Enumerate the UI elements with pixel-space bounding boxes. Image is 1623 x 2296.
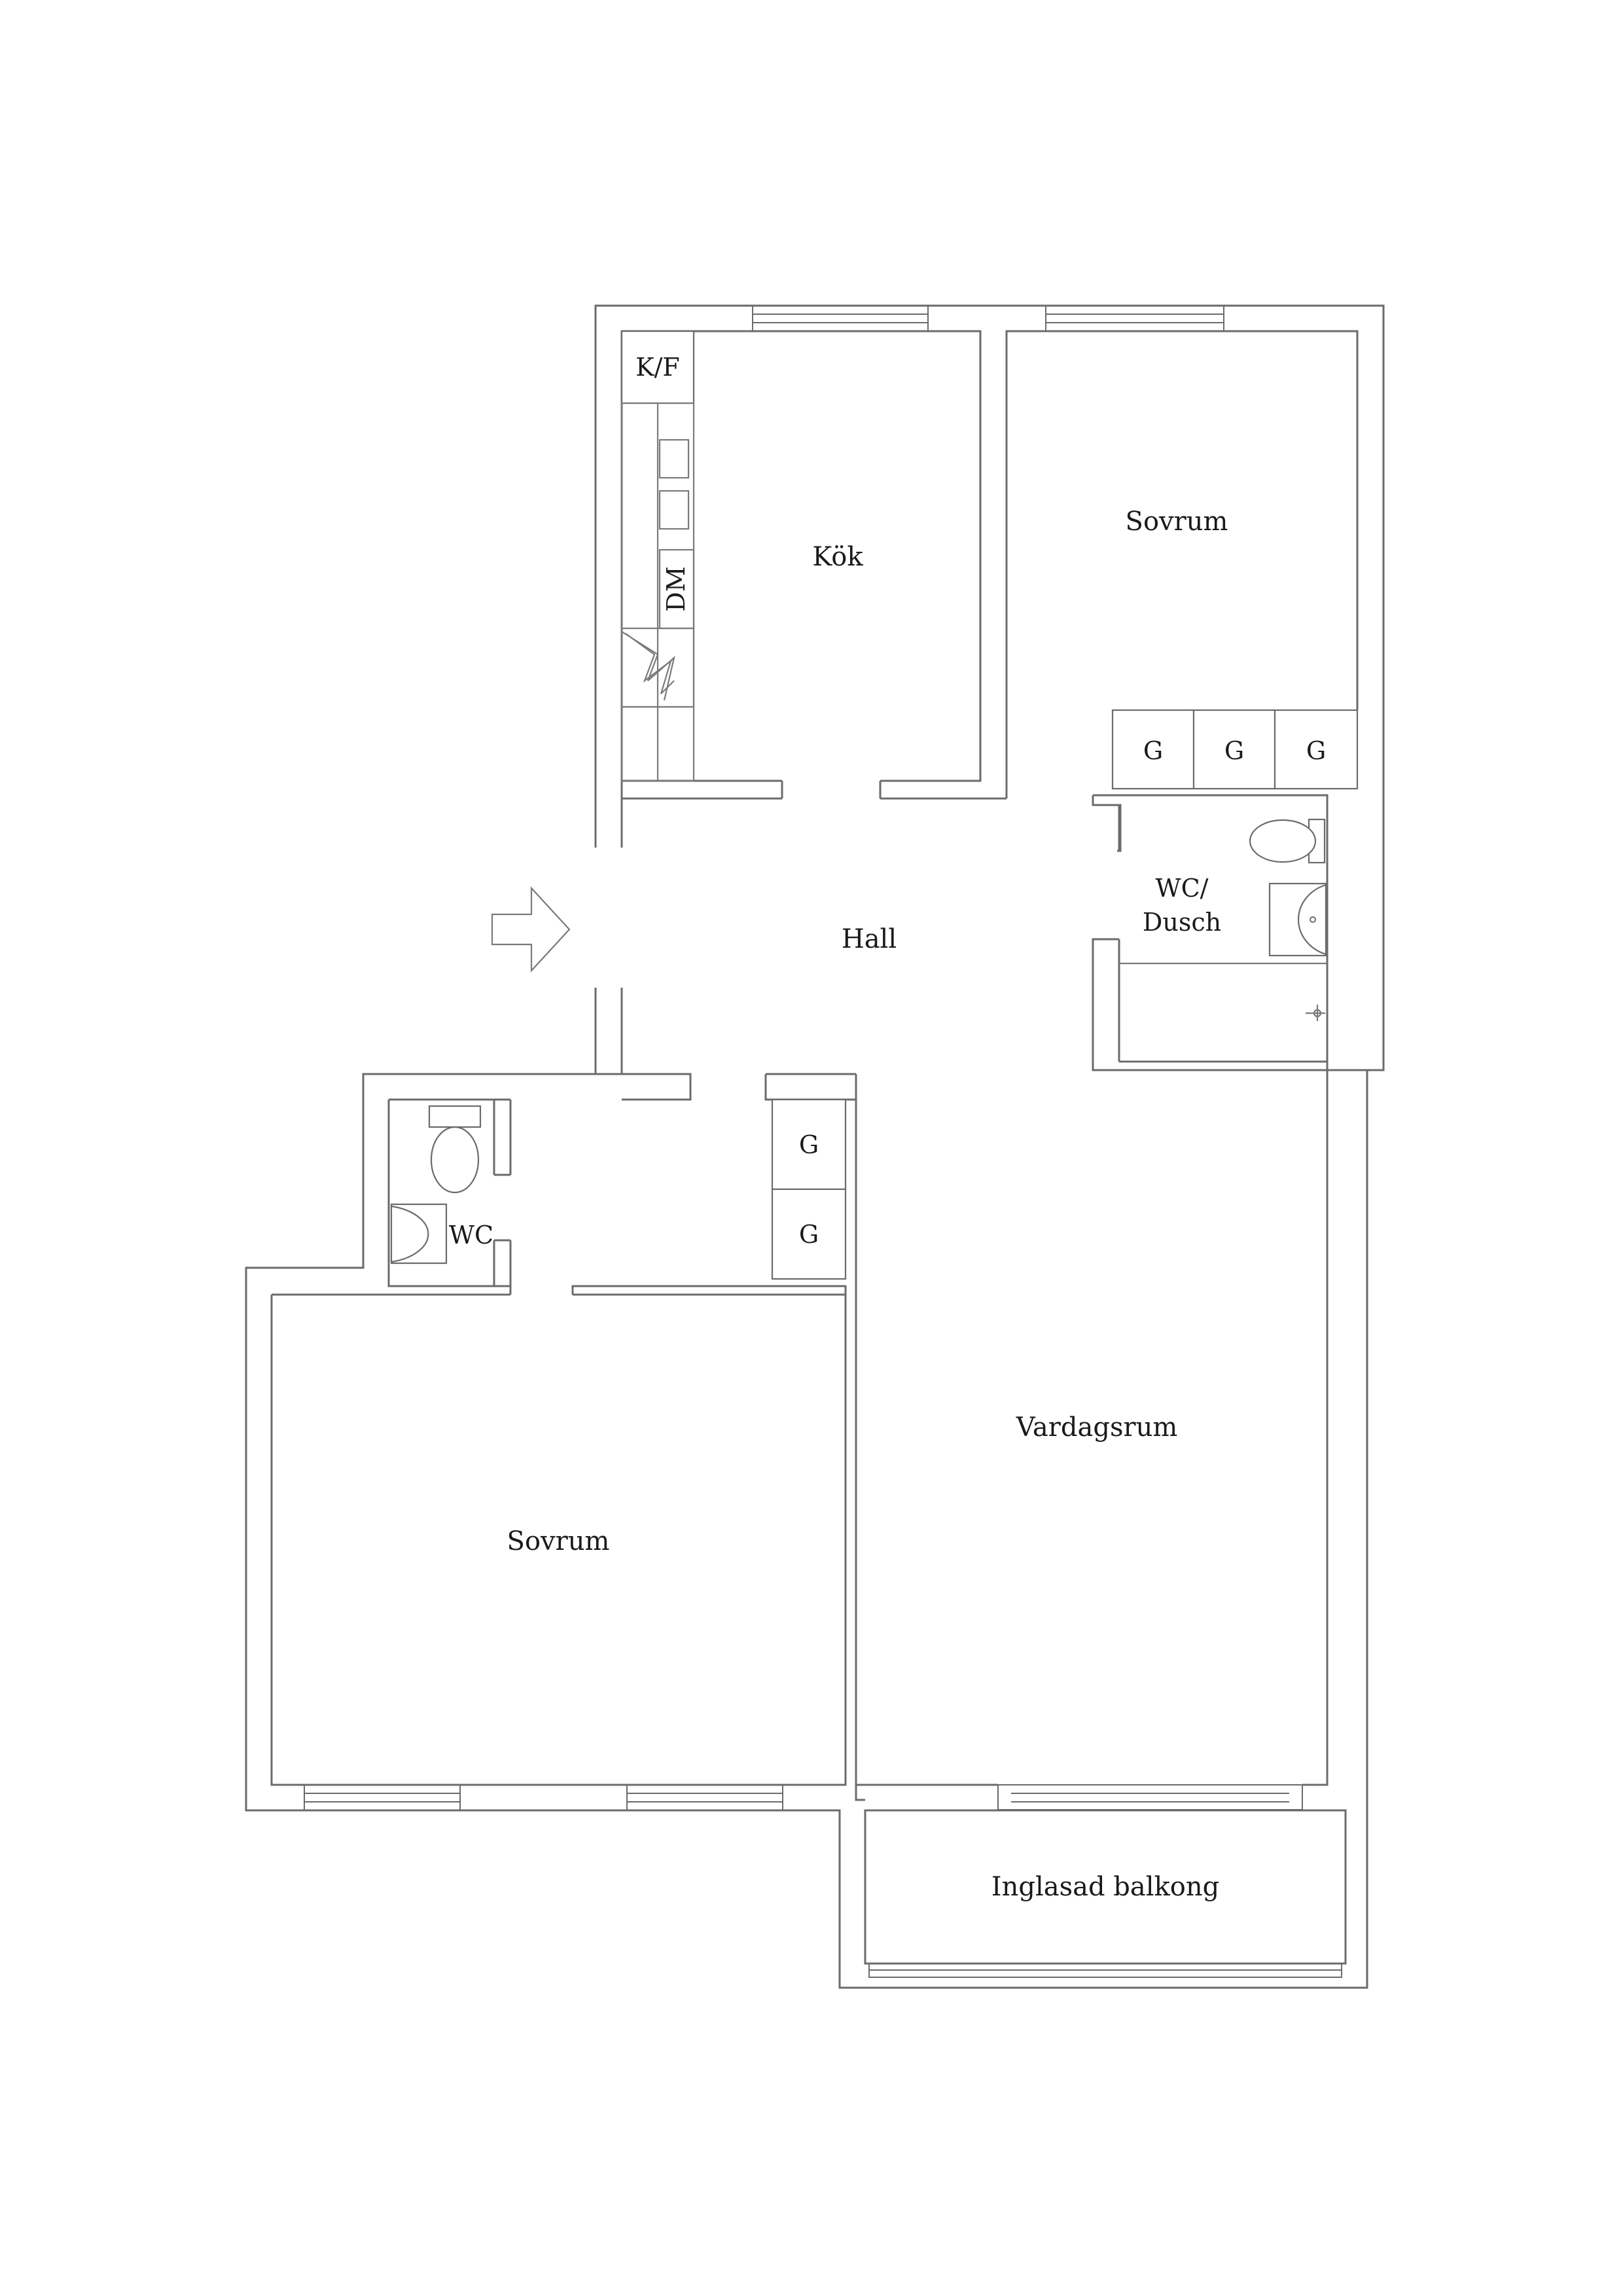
wc-shower: WC/ Dusch bbox=[1092, 794, 1367, 1071]
wc-left: WC G G bbox=[272, 1073, 857, 1787]
bedroom-bottom-window bbox=[304, 1784, 461, 1811]
bedroom-top-label: Sovrum bbox=[1126, 507, 1228, 537]
balcony: Inglasad balkong bbox=[864, 1809, 1347, 1978]
toilet-icon bbox=[1249, 819, 1317, 863]
entrance-arrow-icon bbox=[491, 886, 571, 973]
stove-lightning-icon bbox=[625, 633, 675, 694]
wc-shower-label: Dusch bbox=[1143, 908, 1221, 937]
kitchen-window bbox=[752, 305, 929, 332]
wardrobe bbox=[1274, 709, 1359, 790]
hall: Hall bbox=[491, 886, 897, 973]
sink-basin bbox=[658, 490, 690, 530]
bedroom-bottom-label: Sovrum bbox=[507, 1526, 610, 1556]
living-room-window bbox=[997, 1784, 1303, 1810]
wc-shower-label: WC/ bbox=[1156, 874, 1209, 903]
bedroom-bottom-window bbox=[626, 1784, 783, 1811]
kitchen-label: Kök bbox=[812, 542, 863, 572]
dishwasher-label: DM bbox=[662, 566, 690, 611]
kitchen: K/F DM Kök bbox=[620, 305, 1008, 800]
bedroom-bottom: Sovrum bbox=[270, 1295, 847, 1811]
wardrobe bbox=[1111, 709, 1195, 790]
wardrobe-label: G bbox=[799, 1130, 819, 1159]
balcony-glazing bbox=[868, 1963, 1342, 1978]
toilet-icon bbox=[430, 1126, 480, 1194]
balcony-label: Inglasad balkong bbox=[991, 1872, 1219, 1902]
wardrobe bbox=[1192, 709, 1276, 790]
wardrobe bbox=[771, 1188, 847, 1280]
sink-basin bbox=[658, 439, 690, 479]
toilet-tank bbox=[428, 1105, 482, 1128]
wardrobe-label: G bbox=[1306, 736, 1326, 765]
living-room-label: Vardagsrum bbox=[1016, 1412, 1178, 1443]
fridge-freezer-label: K/F bbox=[635, 353, 680, 382]
bedroom-top-window bbox=[1045, 305, 1224, 332]
wardrobe-label: G bbox=[799, 1220, 819, 1249]
wardrobe-label: G bbox=[1143, 736, 1163, 765]
bedroom-top: G G G Sovrum bbox=[1005, 305, 1359, 798]
living-room: Vardagsrum bbox=[855, 1069, 1329, 1810]
fridge-freezer bbox=[620, 330, 695, 404]
hall-label: Hall bbox=[842, 924, 897, 954]
wc-label: WC bbox=[449, 1221, 493, 1249]
wardrobe bbox=[771, 1098, 847, 1191]
wardrobe-label: G bbox=[1224, 736, 1244, 765]
